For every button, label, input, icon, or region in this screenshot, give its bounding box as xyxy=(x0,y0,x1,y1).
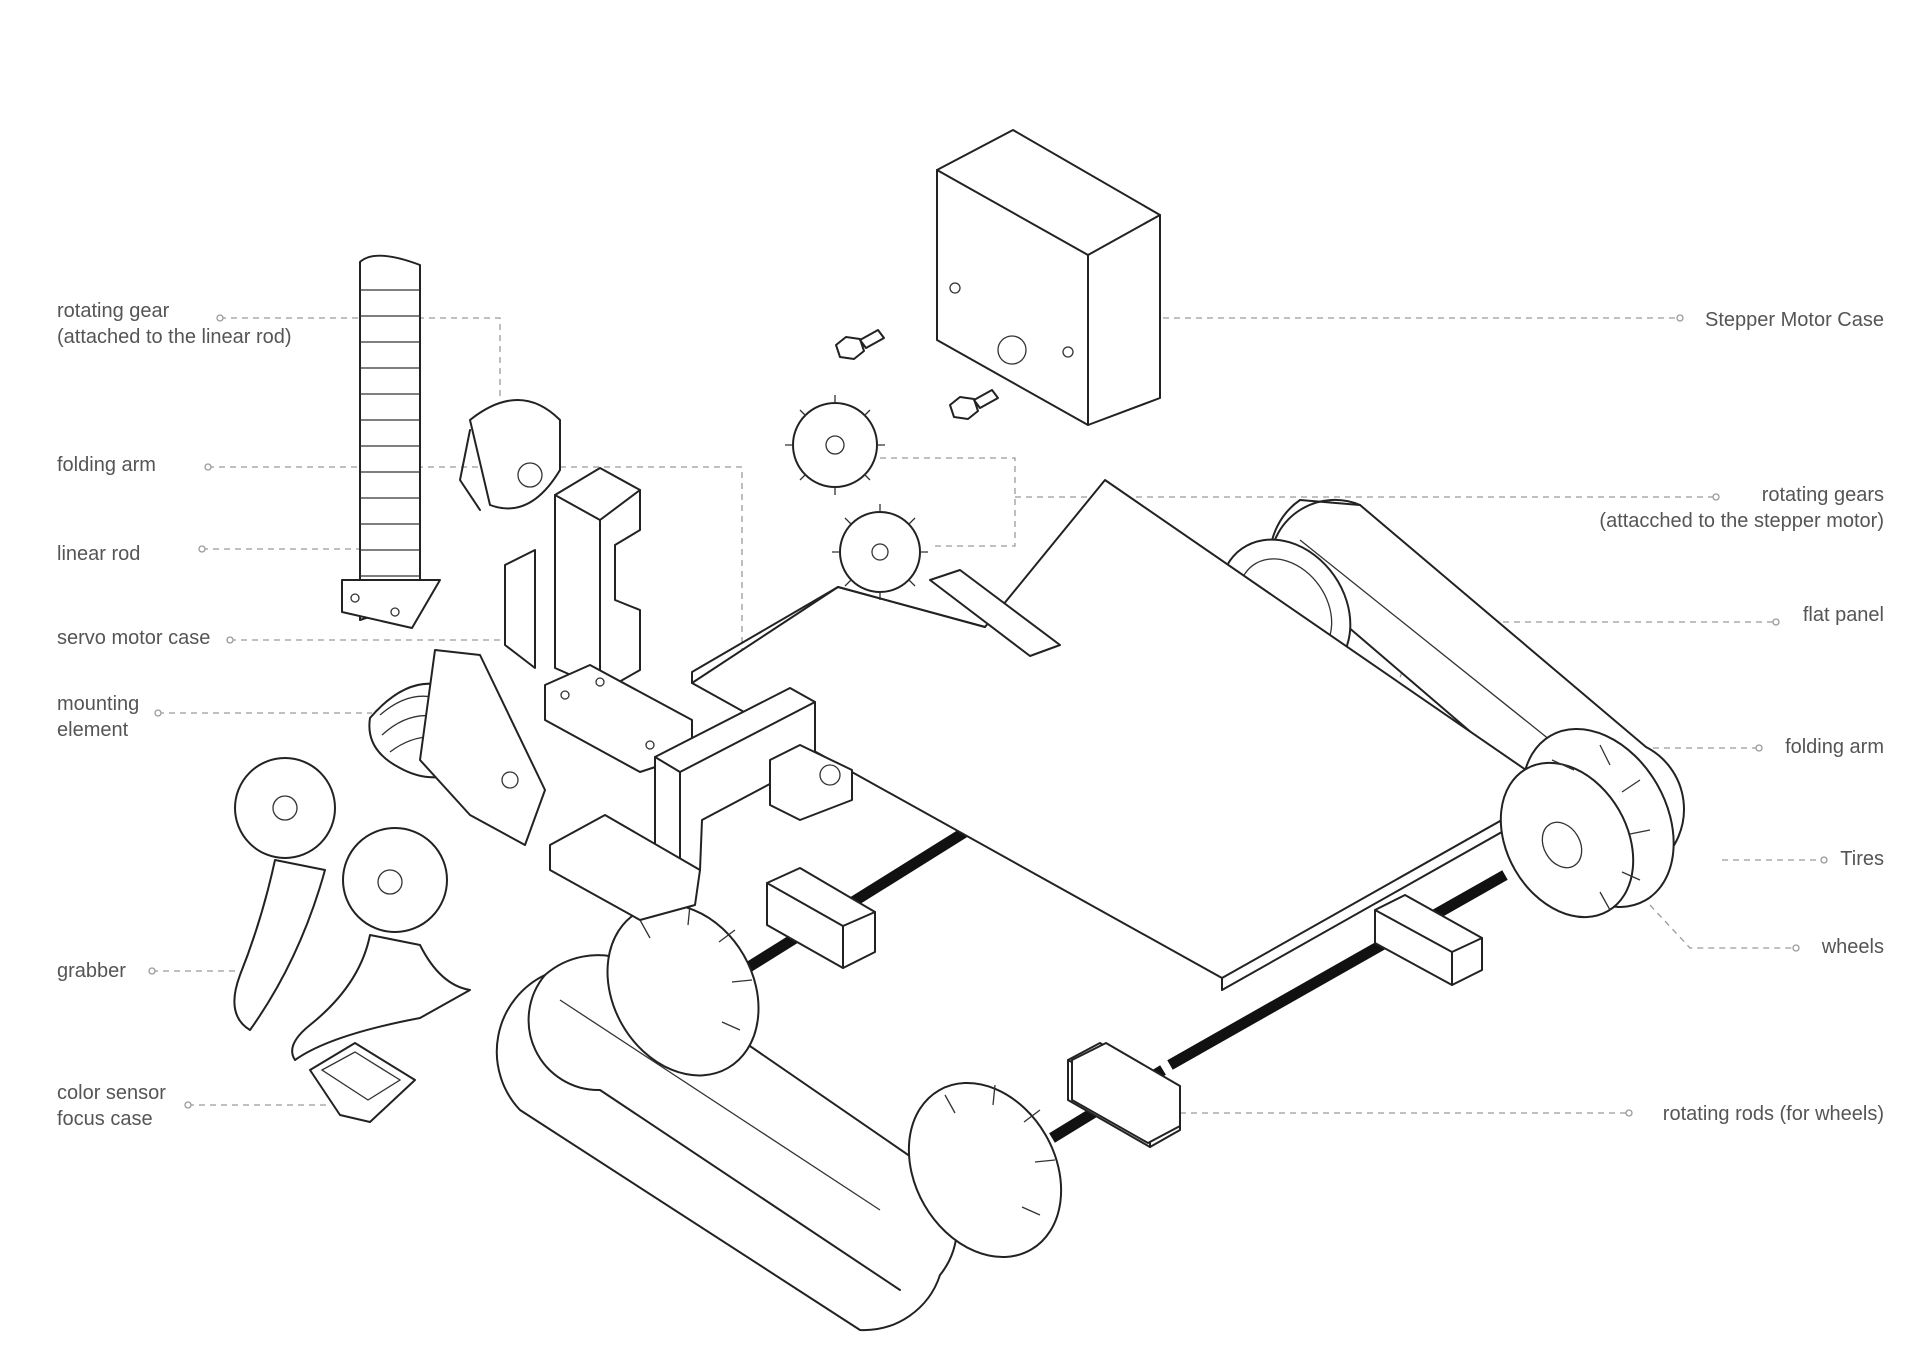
label-line: flat panel xyxy=(1802,604,1884,626)
label-rotating-rods: rotating rods (for wheels) xyxy=(1663,1101,1884,1127)
label-line: (attached to the linear rod) xyxy=(57,326,292,348)
grabber xyxy=(233,757,471,1061)
leader-rotating-gear xyxy=(220,317,501,400)
label-line: folding arm xyxy=(57,454,156,476)
linear-rod xyxy=(341,254,441,629)
leader-dot xyxy=(1712,493,1720,501)
stepper-gear xyxy=(832,504,928,600)
label-mounting-element: mounting element xyxy=(57,691,139,743)
stepper-motor-case xyxy=(936,129,1161,426)
label-color-sensor-case: color sensor focus case xyxy=(57,1080,166,1132)
label-rotating-gears-stepper: rotating gears (attacched to the stepper… xyxy=(1599,482,1884,534)
label-stepper-motor-case: Stepper Motor Case xyxy=(1705,307,1884,333)
leader-dot xyxy=(1792,944,1800,952)
label-line: mounting xyxy=(57,693,140,715)
label-folding-arm-left: folding arm xyxy=(57,452,156,478)
leader-dot xyxy=(184,1101,192,1109)
label-servo-motor-case: servo motor case xyxy=(57,625,210,651)
leader-dot xyxy=(154,709,162,717)
leader-dot xyxy=(1755,744,1763,752)
label-line: element xyxy=(57,719,129,741)
label-line: rotating rods (for wheels) xyxy=(1662,1103,1884,1125)
label-line: (attacched to the stepper motor) xyxy=(1599,510,1884,532)
folding-arm xyxy=(549,687,853,921)
label-rotating-gear-linear: rotating gear (attached to the linear ro… xyxy=(57,298,292,350)
right-front-wheel xyxy=(1499,727,1675,919)
label-line: focus case xyxy=(57,1108,153,1130)
label-line: wheels xyxy=(1821,936,1884,958)
label-line: rotating gears xyxy=(1761,484,1884,506)
label-line: Tires xyxy=(1840,848,1884,870)
leader-dot xyxy=(204,463,212,471)
color-sensor-case xyxy=(309,1042,416,1123)
leader-wheels xyxy=(1649,904,1796,949)
label-line: color sensor xyxy=(57,1082,166,1104)
label-tires: Tires xyxy=(1840,846,1884,872)
mounting-element xyxy=(368,649,546,846)
label-line: Stepper Motor Case xyxy=(1705,309,1884,331)
label-line: grabber xyxy=(57,960,126,982)
bolt xyxy=(835,329,885,360)
leader-dot xyxy=(148,967,156,975)
leader-dot xyxy=(216,314,224,322)
label-line: rotating gear xyxy=(57,300,170,322)
label-wheels: wheels xyxy=(1822,934,1884,960)
bolt xyxy=(949,389,999,420)
rod-bracket xyxy=(1374,894,1483,986)
rod-bracket xyxy=(766,867,876,969)
leader-dot xyxy=(198,545,206,553)
leader-rotating-gears xyxy=(880,457,1716,547)
label-grabber: grabber xyxy=(57,958,126,984)
rotating-gear-linear xyxy=(459,399,561,511)
left-front-wheel xyxy=(907,1081,1063,1259)
leader-dot xyxy=(1625,1109,1633,1117)
label-folding-arm-right: folding arm xyxy=(1785,734,1884,760)
label-flat-panel: flat panel xyxy=(1803,602,1884,628)
label-line: folding arm xyxy=(1785,736,1884,758)
label-line: linear rod xyxy=(57,543,141,565)
rod-bracket-front xyxy=(1071,1042,1181,1144)
leader-dot xyxy=(226,636,234,644)
label-line: servo motor case xyxy=(57,627,211,649)
stepper-gear xyxy=(785,395,885,495)
leader-dot xyxy=(1820,856,1828,864)
leader-dot xyxy=(1772,618,1780,626)
leader-dot xyxy=(1676,314,1684,322)
label-linear-rod: linear rod xyxy=(57,541,140,567)
